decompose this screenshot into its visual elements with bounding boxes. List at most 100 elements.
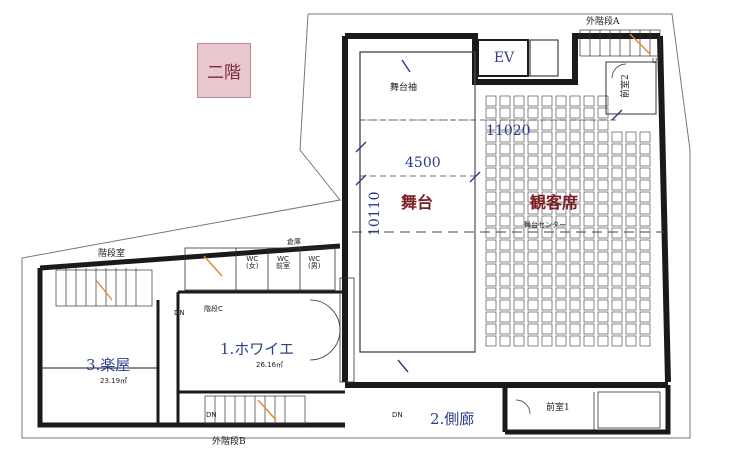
seat-row: [625, 167, 637, 179]
seat-row: [597, 167, 609, 179]
seat-row: [527, 239, 539, 251]
seat-row: [485, 191, 497, 203]
seat-row: [485, 239, 497, 251]
seat-row: [513, 155, 525, 167]
seat-row: [513, 203, 525, 215]
elevator-core: [529, 39, 559, 77]
seat-row: [527, 95, 539, 107]
seat-row: [569, 239, 581, 251]
seat-row: [513, 239, 525, 251]
seat-row: [569, 107, 581, 119]
seat-row: [597, 203, 609, 215]
seat-row: [541, 335, 553, 347]
seat-row: [597, 251, 609, 263]
seat-row: [499, 287, 511, 299]
seat-row: [499, 131, 511, 143]
seat-row: [499, 179, 511, 191]
label-wc-front: WC 前室: [276, 255, 290, 270]
seat-row: [597, 227, 609, 239]
seat-row: [569, 227, 581, 239]
seat-row: [597, 263, 609, 275]
seat-row: [639, 131, 651, 143]
seat-row: [527, 107, 539, 119]
seat-row: [639, 251, 651, 263]
seat-row: [597, 107, 609, 119]
seat-row: [569, 131, 581, 143]
area-dressing-room: 23.19㎡: [100, 377, 128, 385]
seat-row: [583, 275, 595, 287]
seat-row: [625, 191, 637, 203]
seat-row: [513, 179, 525, 191]
seat-row: [555, 227, 567, 239]
door-arc-fr2: [611, 63, 627, 79]
seat-row: [555, 203, 567, 215]
room-label-dressing-room: 3.楽屋: [86, 356, 131, 374]
seat-row: [597, 335, 609, 347]
seat-row: [569, 311, 581, 323]
seat-row: [597, 239, 609, 251]
seat-row: [555, 119, 567, 131]
seat-row: [583, 155, 595, 167]
seat-row: [611, 323, 623, 335]
seat-row: [541, 275, 553, 287]
seat-row: [499, 203, 511, 215]
front-room-1: [515, 391, 661, 430]
seat-row: [513, 311, 525, 323]
seat-row: [527, 215, 539, 227]
seat-row: [485, 311, 497, 323]
seat-row: [541, 179, 553, 191]
seat-row: [499, 299, 511, 311]
seat-row: [527, 263, 539, 275]
seat-row: [485, 203, 497, 215]
seat-row: [639, 155, 651, 167]
seat-row: [555, 263, 567, 275]
seat-row: [555, 191, 567, 203]
label-dn-2: DN: [206, 411, 217, 419]
seat-row: [583, 311, 595, 323]
seat-row: [513, 119, 525, 131]
seat-row: [541, 191, 553, 203]
seat-row: [597, 179, 609, 191]
seat-row: [513, 191, 525, 203]
seat-row: [499, 167, 511, 179]
seat-row: [611, 227, 623, 239]
seat-row: [499, 323, 511, 335]
label-stair-room: 階段室: [98, 249, 126, 259]
seat-row: [569, 251, 581, 263]
seat-row: [625, 251, 637, 263]
seat-row: [499, 263, 511, 275]
seat-row: [569, 215, 581, 227]
seat-row: [583, 167, 595, 179]
seat-row: [541, 155, 553, 167]
seat-row: [541, 119, 553, 131]
seat-row: [513, 287, 525, 299]
room-label-stage: 舞台: [401, 193, 434, 212]
seat-row: [555, 131, 567, 143]
seat-row: [541, 203, 553, 215]
label-storage: 倉庫: [287, 238, 301, 246]
seat-row: [527, 155, 539, 167]
seat-row: [499, 335, 511, 347]
seat-row: [513, 215, 525, 227]
seat-row: [555, 155, 567, 167]
seat-row: [541, 215, 553, 227]
seat-row: [625, 155, 637, 167]
seat-row: [639, 287, 651, 299]
seat-row: [555, 251, 567, 263]
seat-row: [583, 107, 595, 119]
seat-row: [513, 227, 525, 239]
seat-row: [555, 323, 567, 335]
seat-row: [597, 299, 609, 311]
seat-row: [569, 203, 581, 215]
seat-row: [611, 143, 623, 155]
seat-row: [583, 227, 595, 239]
seat-row: [541, 299, 553, 311]
seat-row: [611, 275, 623, 287]
seat-row: [513, 299, 525, 311]
wc-block: [184, 247, 336, 291]
elevator-label: EV: [493, 50, 515, 66]
seat-row: [541, 143, 553, 155]
seat-row: [513, 131, 525, 143]
seat-row: [513, 95, 525, 107]
seat-row: [583, 143, 595, 155]
